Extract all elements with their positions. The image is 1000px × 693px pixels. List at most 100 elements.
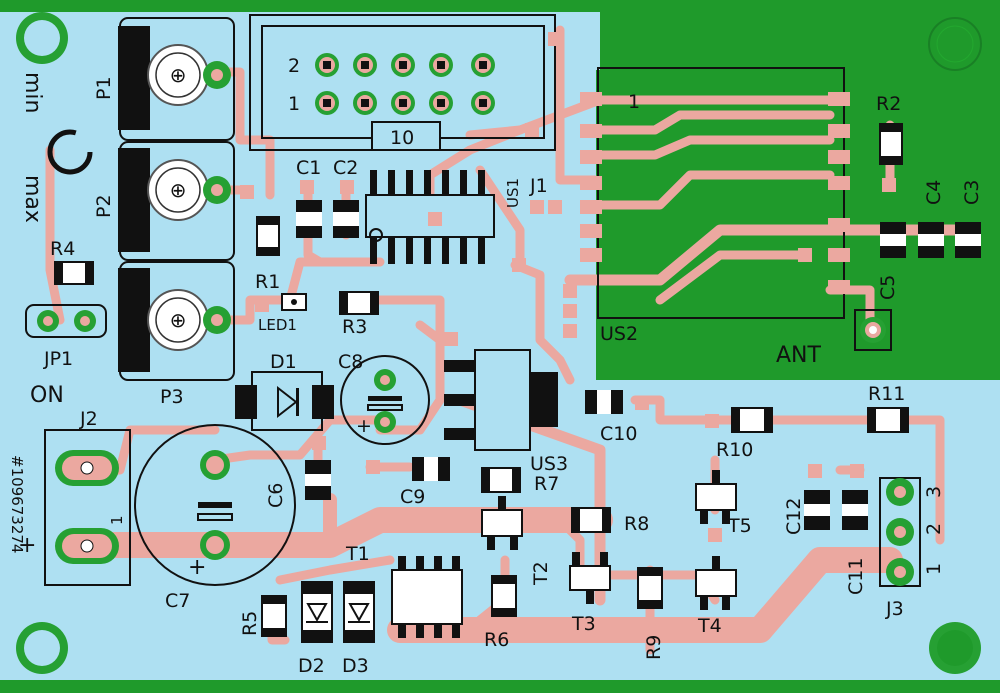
resistor-r5 bbox=[261, 595, 287, 637]
label-p3: P3 bbox=[160, 386, 184, 408]
label-t3: T3 bbox=[571, 613, 596, 635]
capacitor-c10 bbox=[585, 390, 623, 414]
transistor-t1 bbox=[391, 556, 463, 638]
label-j3-pin3: 3 bbox=[923, 486, 945, 498]
jumper-jp1 bbox=[25, 304, 107, 338]
label-r4: R4 bbox=[50, 238, 75, 260]
capacitor-c11 bbox=[842, 490, 868, 530]
mounting-holes bbox=[16, 12, 982, 674]
label-t4: T4 bbox=[697, 615, 722, 637]
label-c9: C9 bbox=[400, 486, 425, 508]
label-us2: US2 bbox=[600, 323, 638, 345]
label-p2: P2 bbox=[93, 194, 115, 218]
label-r5: R5 bbox=[239, 611, 261, 636]
led-led1 bbox=[281, 293, 307, 311]
label-d2: D2 bbox=[298, 655, 325, 677]
svg-text:⊕: ⊕ bbox=[170, 63, 187, 87]
capacitor-c6 bbox=[305, 460, 331, 500]
pot-p1: ⊕ bbox=[118, 17, 235, 141]
diode-d2 bbox=[301, 581, 333, 643]
capacitor-c1 bbox=[296, 200, 322, 238]
resistor-r3 bbox=[339, 291, 379, 315]
resistor-r7 bbox=[481, 467, 521, 493]
min-max-dial-icon bbox=[47, 129, 93, 175]
label-max: max bbox=[20, 175, 45, 223]
diode-d1 bbox=[235, 371, 334, 431]
label-c11: C11 bbox=[845, 558, 867, 595]
resistor-r6 bbox=[491, 575, 517, 617]
label-j1: J1 bbox=[529, 175, 548, 197]
label-t5: T5 bbox=[727, 515, 752, 537]
label-j3-pin2: 2 bbox=[923, 523, 945, 535]
label-d3: D3 bbox=[342, 655, 369, 677]
potentiometers: ⊕ ⊕ ⊕ bbox=[118, 17, 235, 381]
label-p1: P1 bbox=[93, 76, 115, 100]
resistor-r11 bbox=[867, 407, 909, 433]
label-c1: C1 bbox=[296, 157, 321, 179]
label-j3: J3 bbox=[885, 598, 904, 620]
terminal-j2 bbox=[44, 429, 131, 586]
header-j3 bbox=[879, 477, 921, 587]
capacitor-c12 bbox=[804, 490, 830, 530]
transistor-t3 bbox=[569, 552, 611, 604]
resistor-r8 bbox=[571, 507, 611, 533]
stock-id-text: #109673274 bbox=[8, 455, 26, 553]
label-ant: ANT bbox=[776, 343, 822, 368]
pot-p3: ⊕ bbox=[118, 261, 235, 381]
label-c7: C7 bbox=[165, 590, 190, 612]
antenna-pad bbox=[854, 309, 892, 351]
label-c8-plus: + bbox=[356, 415, 372, 437]
label-c4: C4 bbox=[923, 180, 945, 205]
vias bbox=[240, 32, 896, 542]
label-us2-pin1: 1 bbox=[628, 91, 640, 113]
capacitor-c4 bbox=[918, 222, 944, 258]
label-c5: C5 bbox=[877, 275, 899, 300]
label-c3: C3 bbox=[961, 180, 983, 205]
resistor-r10 bbox=[731, 407, 773, 433]
label-j2: J2 bbox=[79, 408, 98, 430]
diode-d3 bbox=[343, 581, 375, 643]
label-c8: C8 bbox=[338, 351, 363, 373]
label-us1: US1 bbox=[504, 178, 522, 208]
label-r10: R10 bbox=[716, 439, 753, 461]
resistor-r4 bbox=[54, 261, 94, 285]
capacitor-c9 bbox=[412, 457, 450, 481]
label-us3: US3 bbox=[530, 453, 568, 475]
label-r8: R8 bbox=[624, 513, 649, 535]
resistor-r2 bbox=[879, 123, 903, 165]
svg-text:⊕: ⊕ bbox=[170, 178, 187, 202]
capacitor-c4b bbox=[880, 222, 906, 258]
transistor-t5 bbox=[695, 470, 737, 524]
label-r9: R9 bbox=[643, 635, 665, 660]
regulator-us3 bbox=[444, 349, 558, 451]
label-c12: C12 bbox=[783, 498, 805, 535]
label-on: ON bbox=[30, 383, 64, 408]
label-d1: D1 bbox=[270, 351, 297, 373]
board-substrate bbox=[0, 12, 1000, 680]
label-t1: T1 bbox=[345, 543, 370, 565]
label-r3: R3 bbox=[342, 316, 367, 338]
label-header-pin1: 1 bbox=[288, 93, 300, 115]
transistor-t2 bbox=[481, 496, 523, 550]
pot-p2: ⊕ bbox=[118, 141, 235, 261]
label-r1: R1 bbox=[255, 271, 280, 293]
label-header-pin2: 2 bbox=[288, 55, 300, 77]
label-c6: C6 bbox=[265, 483, 287, 508]
svg-text:⊕: ⊕ bbox=[170, 308, 187, 332]
label-jp1: JP1 bbox=[43, 348, 73, 370]
label-t2: T2 bbox=[530, 561, 552, 586]
label-c2: C2 bbox=[333, 157, 358, 179]
header-connector-10pin bbox=[249, 14, 556, 151]
label-j3-pin1: 1 bbox=[923, 563, 945, 575]
label-r6: R6 bbox=[484, 629, 509, 651]
label-r2: R2 bbox=[876, 93, 901, 115]
smd-components bbox=[54, 123, 981, 643]
resistor-r1 bbox=[256, 216, 280, 256]
transistor-t4 bbox=[695, 556, 737, 610]
label-c10: C10 bbox=[600, 423, 637, 445]
label-j2-plus: + bbox=[18, 533, 36, 558]
capacitor-c2 bbox=[333, 200, 359, 238]
label-r11: R11 bbox=[868, 383, 905, 405]
capacitor-c8 bbox=[340, 355, 430, 445]
